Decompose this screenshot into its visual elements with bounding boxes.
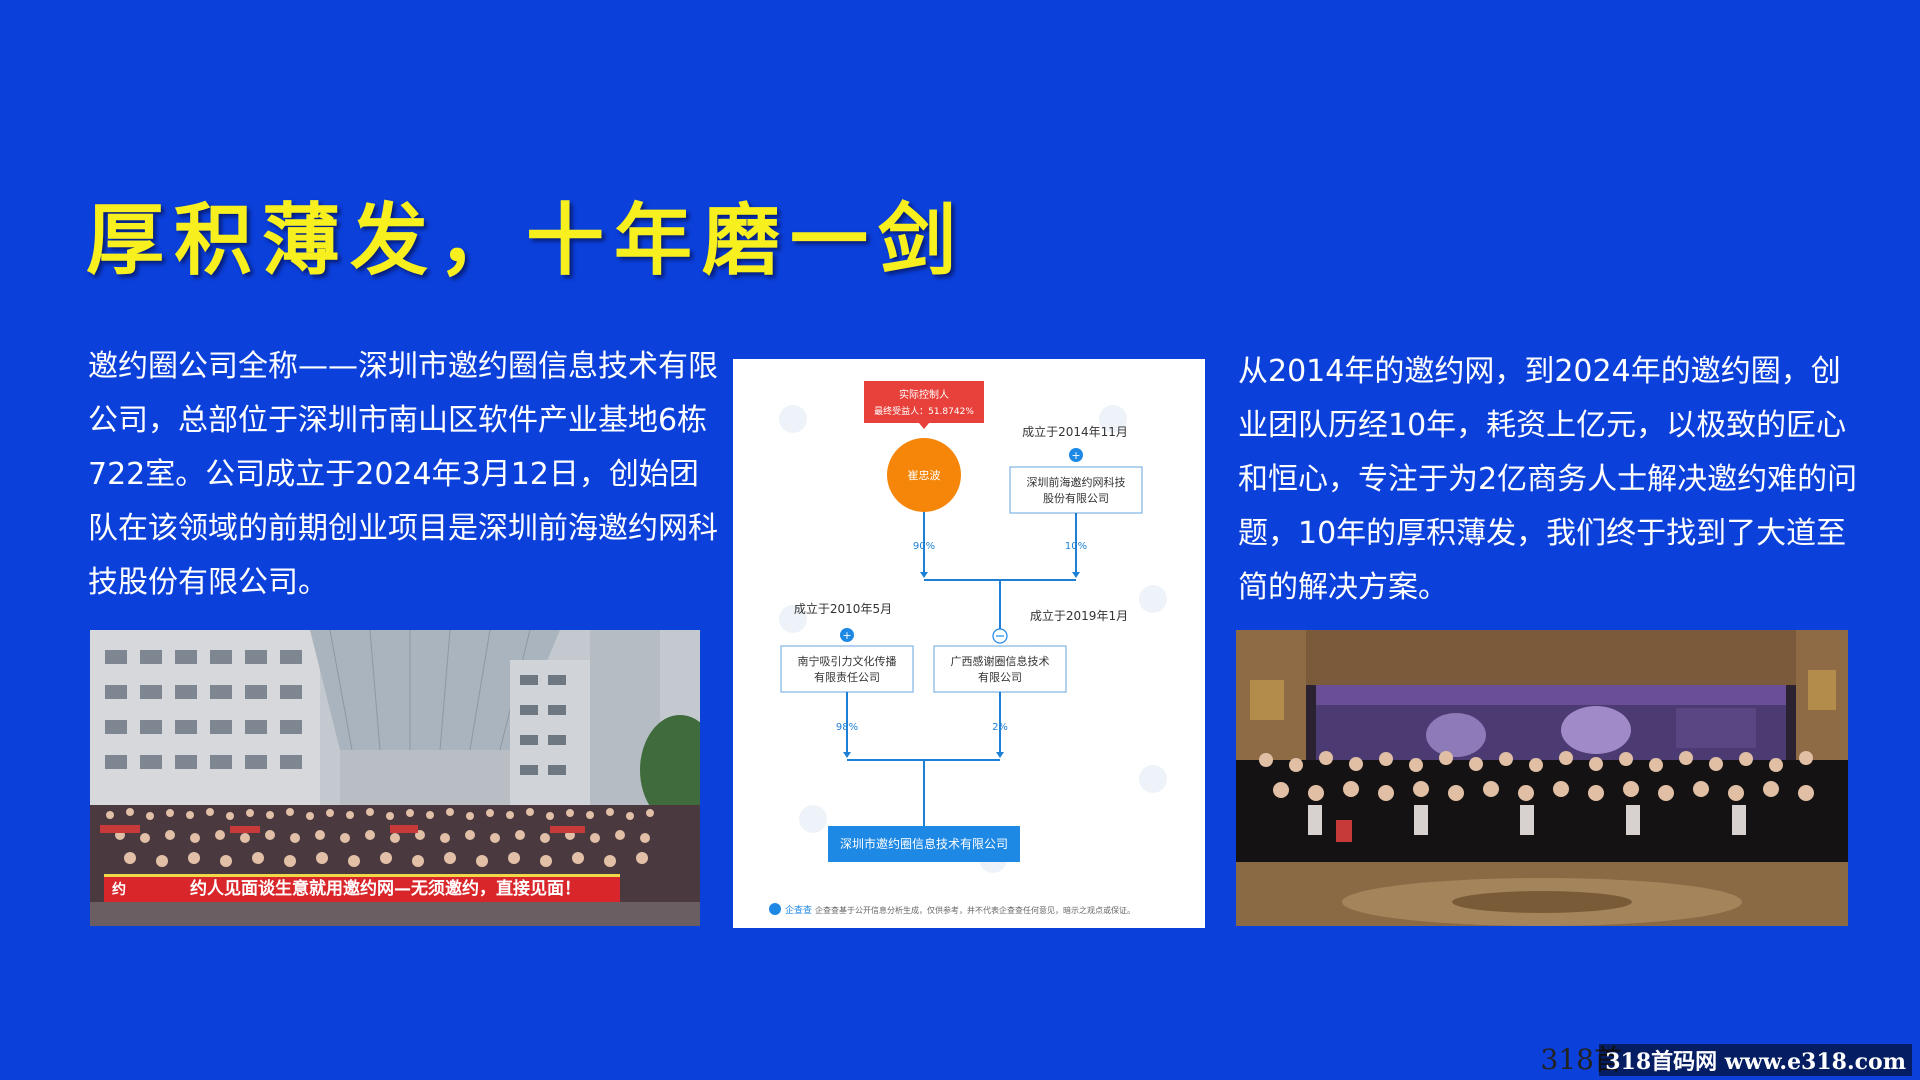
company-c-name-line2: 有限公司: [978, 670, 1022, 684]
company-a-date: 成立于2014年11月: [1022, 424, 1128, 439]
expand-plus-icon[interactable]: [840, 628, 854, 642]
qcc-logo: 企查查: [785, 904, 812, 916]
controller-tag: [864, 381, 984, 423]
company-a-box[interactable]: [1009, 466, 1143, 514]
history-paragraph: 从2014年的邀约网，到2024年的邀约圈，创业团队历经10年，耗资上亿元，以极…: [1238, 354, 1858, 605]
pct-company-a: 10%: [1065, 541, 1087, 552]
company-b-box[interactable]: [780, 645, 914, 693]
company-b-date: 成立于2010年5月: [794, 601, 892, 616]
company-c-name-line1: 广西感谢圈信息技术: [951, 654, 1050, 668]
chart-footer-note: 企查查基于公开信息分析生成，仅供参考，并不代表企查查任何意见，暗示之观点或保证。: [815, 905, 1135, 915]
hq-group-photo: 约 约人见面谈生意就用邀约网—无须邀约，直接见面！: [90, 630, 700, 926]
controller-tag-line2: 最终受益人：51.8742%: [874, 405, 974, 417]
controller-tag-line1: 实际控制人: [899, 388, 949, 401]
target-company-name: 深圳市邀约圈信息技术有限公司: [840, 836, 1008, 851]
pct-person: 90%: [913, 541, 935, 552]
team-group-photo: [1236, 630, 1848, 926]
pct-company-c: 2%: [992, 722, 1008, 733]
banner-slogan: 约人见面谈生意就用邀约网—无须邀约，直接见面！: [190, 878, 581, 899]
svg-text:+: +: [1071, 449, 1080, 462]
site-watermark: 318首码网 www.e318.com: [1599, 1044, 1912, 1076]
company-intro-paragraph: 邀约圈公司全称——深圳市邀约圈信息技术有限公司，总部位于深圳市南山区软件产业基地…: [88, 349, 718, 600]
company-b-name-line1: 南宁吸引力文化传播: [798, 654, 897, 668]
company-b-name-line2: 有限责任公司: [814, 670, 880, 684]
person-node: [887, 438, 961, 512]
company-c-box[interactable]: [933, 645, 1067, 693]
company-a-name-line2: 股份有限公司: [1043, 491, 1109, 505]
svg-text:+: +: [842, 629, 851, 642]
company-a-name-line1: 深圳前海邀约网科技: [1027, 475, 1126, 489]
page-title: 厚积薄发，十年磨一剑: [86, 196, 967, 286]
company-c-date: 成立于2019年1月: [1030, 608, 1128, 623]
expand-plus-icon[interactable]: [1069, 448, 1083, 462]
target-company-box[interactable]: [828, 826, 1020, 862]
banner-logo: 约: [112, 881, 126, 898]
person-name: 崔忠波: [908, 468, 941, 482]
equity-structure-chart: 实际控制人 最终受益人：51.8742% 崔忠波 成立于2014年11月 + 深…: [733, 359, 1205, 928]
pct-company-b: 98%: [836, 722, 858, 733]
